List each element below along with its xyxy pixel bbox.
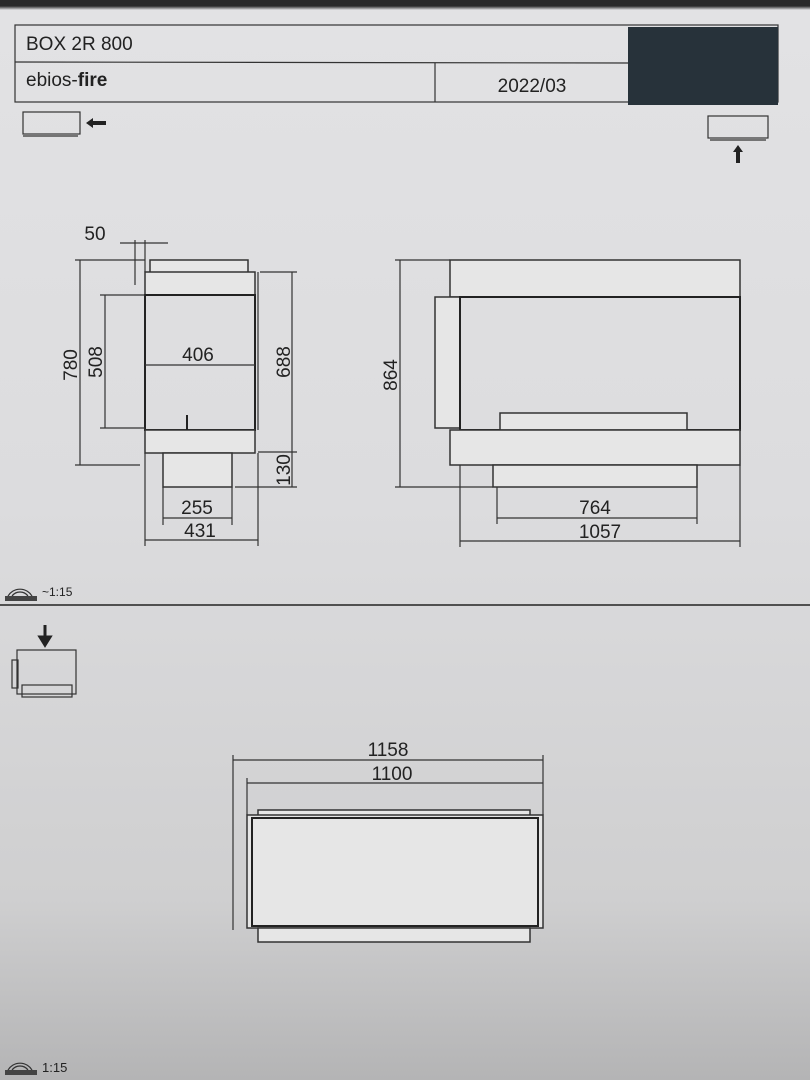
side-view-icon (22, 111, 106, 137)
redacted-block (628, 27, 778, 105)
dim-body-height: 688 (274, 346, 295, 378)
top-view: 1158 1100 (232, 740, 544, 943)
dim-front-height: 864 (381, 359, 402, 391)
bottom-scale-label: 1:15 (42, 1060, 67, 1075)
dim-height-total: 780 (61, 349, 82, 381)
dim-top-offset: 50 (84, 224, 105, 245)
dim-burner-width: 764 (579, 498, 611, 519)
brand-name: ebios-fire (26, 70, 107, 91)
dim-front-width: 1057 (579, 522, 621, 543)
title-block: BOX 2R 800 ebios-fire 2022/03 (14, 24, 779, 105)
dim-glass-height: 508 (86, 346, 107, 378)
dim-glass-width: 406 (182, 345, 214, 366)
dim-foot-width: 255 (181, 498, 213, 519)
scale-label: ~1:15 (42, 585, 73, 599)
dim-depth: 431 (184, 521, 216, 542)
side-view: 780 508 406 688 130 255 431 50 (61, 224, 297, 546)
dim-body-width: 1100 (372, 764, 413, 785)
scale-indicator: ~1:15 (5, 585, 73, 601)
model-name: BOX 2R 800 (26, 34, 133, 55)
front-view: 864 764 1057 (381, 259, 741, 547)
dim-overall-width: 1158 (368, 740, 409, 761)
bottom-scale-indicator: 1:15 (5, 1060, 67, 1075)
top-view-icon (11, 625, 77, 698)
front-view-icon (707, 115, 769, 163)
revision-date: 2022/03 (498, 76, 567, 97)
dim-foot-height: 130 (274, 454, 295, 486)
